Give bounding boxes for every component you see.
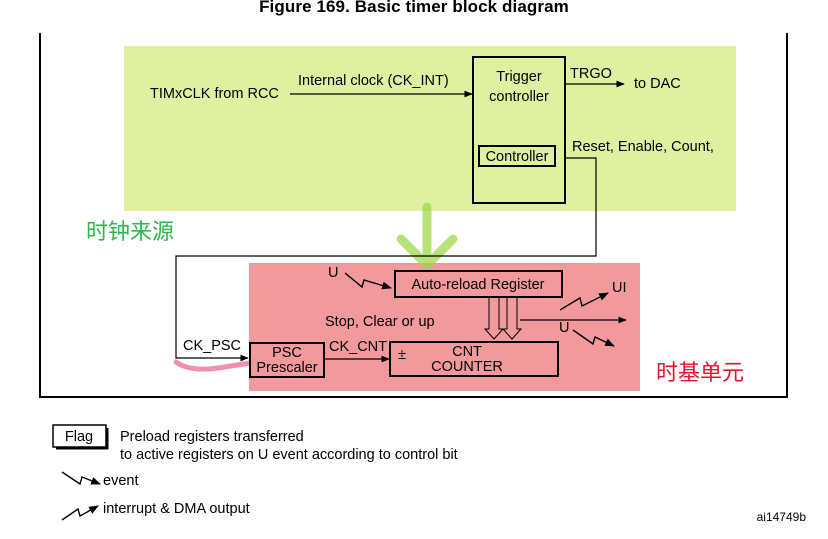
controller-output-path: [175, 157, 597, 362]
legend-preload-line2: to active registers on U event according…: [120, 447, 458, 463]
stop-clear-label: Stop, Clear or up: [325, 314, 435, 330]
clock-source-region: [124, 46, 736, 211]
event-output-u-icon: [572, 329, 615, 347]
psc-label: PSC: [272, 345, 302, 361]
time-base-caption: 时基单元: [656, 361, 744, 386]
auto-reload-register-box: [394, 270, 563, 298]
timxclk-label: TIMxCLK from RCC: [150, 86, 279, 102]
legend-preload-line1: Preload registers transferred: [120, 429, 304, 445]
outer-frame: [39, 33, 788, 398]
preload-transfer-arrows: [483, 297, 523, 340]
prescaler-label: Prescaler: [256, 360, 317, 376]
cnt-counter-box: [389, 341, 559, 377]
trgo-label: TRGO: [570, 66, 612, 82]
controller-label: Controller: [486, 149, 549, 165]
legend-flag-label: Flag: [65, 429, 93, 445]
trigger-controller-box: [472, 56, 566, 204]
legend-interrupt-label: interrupt & DMA output: [103, 501, 250, 517]
auto-reload-label: Auto-reload Register: [412, 277, 545, 293]
interrupt-output-ui-icon: [559, 292, 609, 311]
event-arrow-icon: [344, 272, 392, 290]
pm-symbol: ±: [398, 347, 406, 363]
legend-event-label: event: [103, 473, 138, 489]
signals-label: Reset, Enable, Count,: [572, 139, 714, 155]
figure-title: Figure 169. Basic timer block diagram: [259, 0, 569, 16]
to-dac-label: to DAC: [634, 76, 681, 92]
psc-prescaler-box: [249, 342, 325, 378]
ui-label: UI: [612, 280, 627, 296]
clock-source-caption: 时钟来源: [86, 220, 174, 245]
legend-interrupt-icon: [61, 505, 99, 521]
ck-psc-label: CK_PSC: [183, 338, 241, 354]
counter-label: COUNTER: [431, 359, 503, 375]
time-base-region: [249, 263, 640, 391]
legend-event-icon: [61, 471, 101, 486]
ck-psc-highlight: [173, 359, 253, 372]
internal-clock-label: Internal clock (CK_INT): [298, 73, 449, 89]
ck-cnt-label: CK_CNT: [329, 339, 387, 355]
trigger-label: Trigger: [496, 69, 542, 85]
figure-ref: ai14749b: [757, 510, 807, 524]
u-event-label: U: [328, 265, 338, 281]
cnt-label: CNT: [452, 344, 482, 360]
u-out-label: U: [559, 320, 569, 336]
controller-box: [478, 145, 556, 167]
down-arrow-icon: [396, 202, 458, 270]
controller-label-line2: controller: [489, 89, 549, 105]
